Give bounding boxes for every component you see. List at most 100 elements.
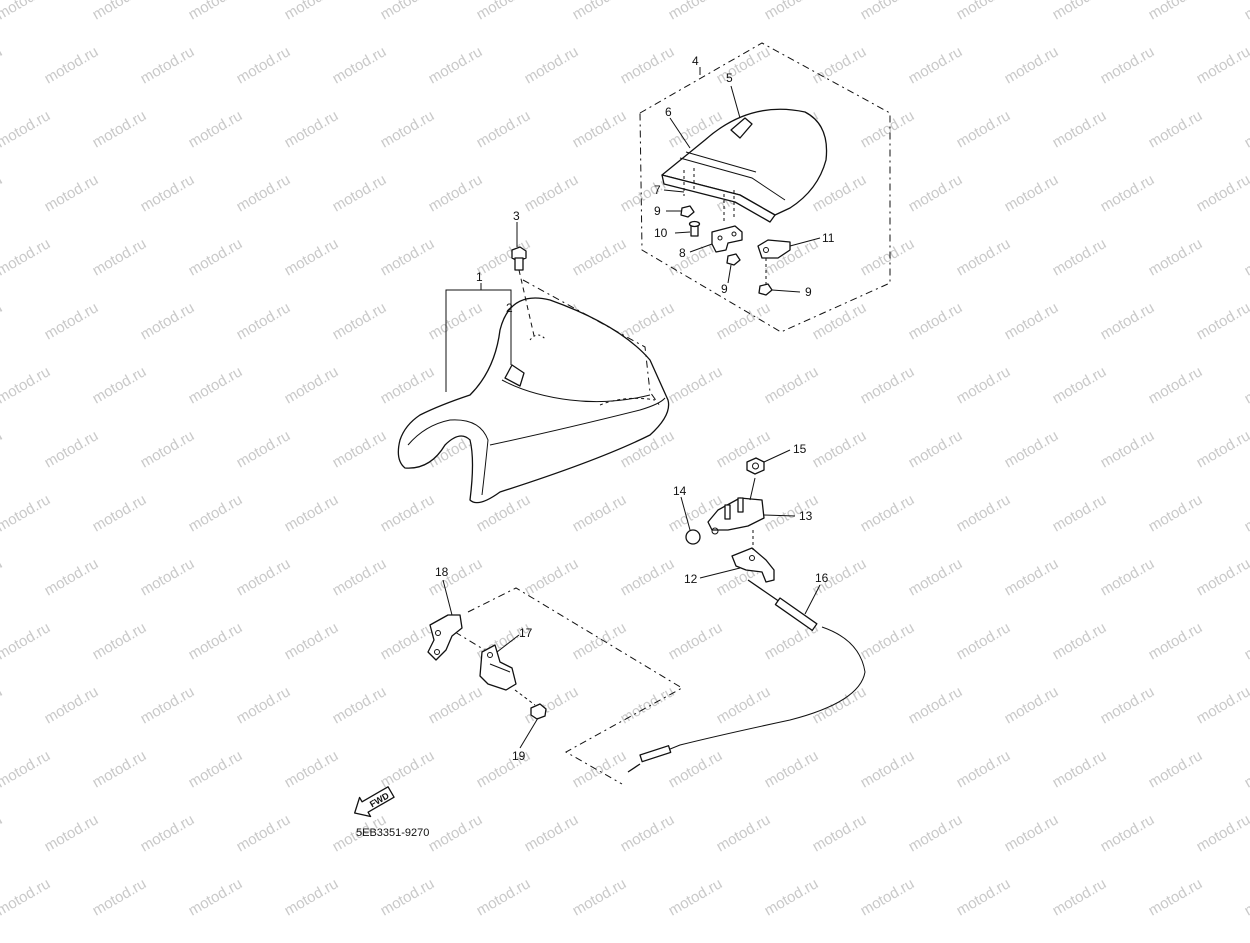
- watermark-text: motod.ru: [1194, 171, 1250, 215]
- watermark-text: motod.ru: [90, 0, 150, 23]
- callout-8: 8: [679, 246, 686, 260]
- watermark-text: motod.ru: [714, 811, 774, 855]
- watermark-text: motod.ru: [42, 427, 102, 471]
- watermark-text: motod.ru: [42, 171, 102, 215]
- watermark-text: motod.ru: [330, 427, 390, 471]
- watermark-text: motod.ru: [1002, 427, 1062, 471]
- watermark-text: motod.ru: [186, 0, 246, 23]
- watermark-text: motod.ru: [954, 491, 1014, 535]
- watermark-text: motod.ru: [858, 0, 918, 23]
- watermark-text: motod.ru: [906, 43, 966, 87]
- watermark-text: motod.ru: [1242, 0, 1250, 23]
- watermark-text: motod.ru: [1146, 363, 1206, 407]
- watermark-text: motod.ru: [522, 43, 582, 87]
- watermark-text: motod.ru: [1098, 171, 1158, 215]
- watermark-text: motod.ru: [618, 683, 678, 727]
- watermark-text: motod.ru: [186, 235, 246, 279]
- callout-9-b: 9: [721, 282, 728, 296]
- watermark-text: motod.ru: [282, 875, 342, 919]
- watermark-text: motod.ru: [570, 0, 630, 23]
- watermark-text: motod.ru: [1194, 555, 1250, 599]
- watermark-text: motod.ru: [714, 299, 774, 343]
- watermark-text: motod.ru: [618, 811, 678, 855]
- watermark-text: motod.ru: [186, 747, 246, 791]
- callout-19: 19: [512, 749, 526, 763]
- callout-10: 10: [654, 226, 668, 240]
- callout-6: 6: [665, 105, 672, 119]
- watermark-text: motod.ru: [90, 875, 150, 919]
- watermark-text: motod.ru: [1050, 235, 1110, 279]
- watermark-text: motod.ru: [1050, 107, 1110, 151]
- watermark-text: motod.ru: [1242, 875, 1250, 919]
- watermark-text: motod.ru: [954, 875, 1014, 919]
- watermark-text: motod.ru: [0, 811, 5, 855]
- watermark-text: motod.ru: [1242, 747, 1250, 791]
- watermark-text: motod.ru: [282, 107, 342, 151]
- watermark-text: motod.ru: [234, 427, 294, 471]
- watermark-text: motod.ru: [1050, 875, 1110, 919]
- watermark-text: motod.ru: [858, 747, 918, 791]
- watermark-text: motod.ru: [138, 43, 198, 87]
- watermark-text: motod.ru: [810, 811, 870, 855]
- watermark-text: motod.ru: [1146, 619, 1206, 663]
- callout-4: 4: [692, 54, 699, 68]
- watermark-text: motod.ru: [1146, 747, 1206, 791]
- watermark-text: motod.ru: [378, 747, 438, 791]
- watermark-text: motod.ru: [0, 43, 5, 87]
- watermark-text: motod.ru: [474, 875, 534, 919]
- watermark-text: motod.ru: [42, 683, 102, 727]
- watermark-text: motod.ru: [90, 491, 150, 535]
- callout-9-c: 9: [805, 285, 812, 299]
- watermark-text: motod.ru: [618, 555, 678, 599]
- watermark-text: motod.ru: [138, 427, 198, 471]
- watermark-text: motod.ru: [378, 491, 438, 535]
- watermark-text: motod.ru: [1098, 43, 1158, 87]
- watermark-text: motod.ru: [1242, 491, 1250, 535]
- seat-lock-cable: [628, 580, 865, 772]
- watermark-text: motod.ru: [1242, 363, 1250, 407]
- watermark-text: motod.ru: [0, 171, 5, 215]
- watermark-text: motod.ru: [0, 0, 53, 23]
- watermark-text: motod.ru: [522, 683, 582, 727]
- watermark-text: motod.ru: [330, 171, 390, 215]
- watermark-text: motod.ru: [0, 747, 53, 791]
- watermark-text: motod.ru: [858, 235, 918, 279]
- watermark-text: motod.ru: [1098, 683, 1158, 727]
- watermark-text: motod.ru: [186, 491, 246, 535]
- watermark-text: motod.ru: [378, 619, 438, 663]
- callout-5: 5: [726, 71, 733, 85]
- watermark-text: motod.ru: [570, 235, 630, 279]
- watermark-text: motod.ru: [618, 43, 678, 87]
- watermark-text: motod.ru: [666, 619, 726, 663]
- watermark-text: motod.ru: [1146, 107, 1206, 151]
- watermark-text: motod.ru: [522, 811, 582, 855]
- watermark-text: motod.ru: [906, 171, 966, 215]
- watermark-text: motod.ru: [282, 747, 342, 791]
- watermark-text: motod.ru: [954, 363, 1014, 407]
- watermark-text: motod.ru: [1002, 811, 1062, 855]
- watermark-text: motod.ru: [138, 683, 198, 727]
- watermark-text: motod.ru: [426, 171, 486, 215]
- watermark-text: motod.ru: [378, 0, 438, 23]
- watermark-text: motod.ru: [186, 619, 246, 663]
- watermark-text: motod.ru: [378, 107, 438, 151]
- watermark-text: motod.ru: [570, 619, 630, 663]
- watermark-text: motod.ru: [186, 875, 246, 919]
- watermark-text: motod.ru: [42, 811, 102, 855]
- watermark-text: motod.ru: [42, 299, 102, 343]
- watermark-text: motod.ru: [762, 875, 822, 919]
- callout-18: 18: [435, 565, 449, 579]
- watermark-text: motod.ru: [858, 491, 918, 535]
- watermark-text: motod.ru: [0, 363, 53, 407]
- callout-1: 1: [476, 270, 483, 284]
- watermark-text: motod.ru: [1002, 171, 1062, 215]
- watermark-text: motod.ru: [1242, 107, 1250, 151]
- callout-7: 7: [654, 183, 661, 197]
- callout-15: 15: [793, 442, 807, 456]
- watermark-text: motod.ru: [1146, 491, 1206, 535]
- watermark-text: motod.ru: [1050, 747, 1110, 791]
- watermark-text: motod.ru: [138, 171, 198, 215]
- watermark-text: motod.ru: [858, 619, 918, 663]
- watermark-text: motod.ru: [0, 875, 53, 919]
